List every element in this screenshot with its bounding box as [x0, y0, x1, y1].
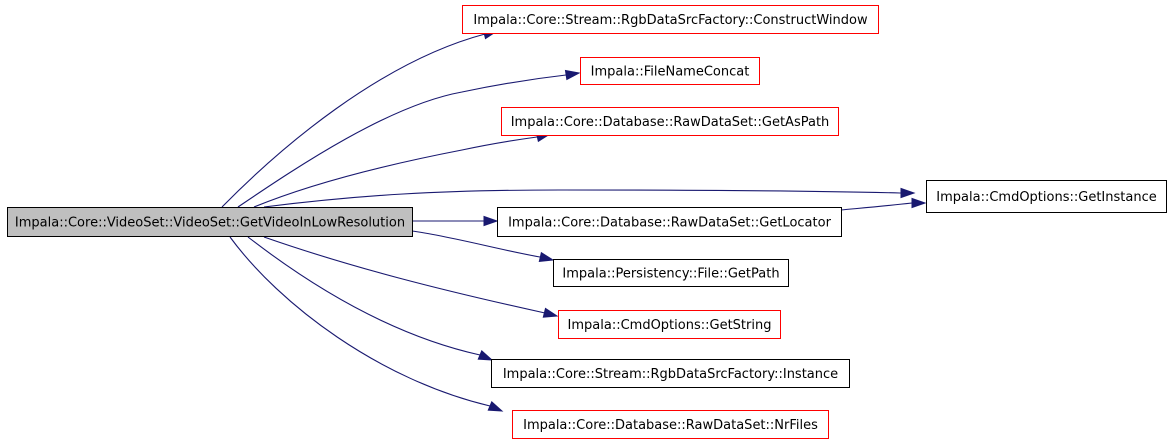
- node-box[interactable]: [462, 5, 879, 34]
- edge-root-to-nr-files: [229, 236, 504, 412]
- edge-line: [253, 136, 538, 208]
- node-label: Impala::Core::Database::RawDataSet::NrFi…: [523, 418, 818, 433]
- node-instance[interactable]: Impala::Core::Stream::RgbDataSrcFactory:…: [491, 359, 850, 388]
- edge-get-locator-to-get-instance: [840, 197, 927, 211]
- edge-line: [237, 74, 567, 208]
- arrowhead: [487, 401, 504, 412]
- node-file-name-concat[interactable]: Impala::FileNameConcat: [580, 57, 760, 85]
- node-box[interactable]: [491, 359, 850, 388]
- arrowhead: [483, 215, 499, 227]
- edge-line: [263, 189, 901, 208]
- node-label: Impala::Core::Stream::RgbDataSrcFactory:…: [503, 367, 838, 382]
- node-get-path[interactable]: Impala::Persistency::File::GetPath: [553, 259, 789, 287]
- arrowhead: [538, 251, 555, 263]
- node-box[interactable]: [512, 410, 829, 439]
- edge-line: [411, 230, 541, 258]
- edge-line: [247, 236, 481, 356]
- node-box[interactable]: [553, 259, 789, 287]
- arrowhead: [564, 69, 581, 81]
- edge-root-to-file-name-concat: [237, 69, 581, 208]
- edge-root-to-get-instance: [263, 187, 916, 208]
- node-get-instance[interactable]: Impala::CmdOptions::GetInstance: [926, 180, 1167, 213]
- node-nr-files[interactable]: Impala::Core::Database::RawDataSet::NrFi…: [512, 410, 829, 439]
- arrowhead: [900, 187, 916, 199]
- node-construct-window[interactable]: Impala::Core::Stream::RgbDataSrcFactory:…: [462, 5, 879, 34]
- arrowhead: [542, 307, 559, 318]
- node-box[interactable]: [497, 207, 842, 237]
- edge-root-to-get-as-path: [253, 131, 552, 208]
- node-label: Impala::Core::Database::RawDataSet::GetA…: [511, 115, 830, 130]
- node-box[interactable]: [926, 180, 1167, 213]
- node-label: Impala::FileNameConcat: [591, 65, 750, 80]
- node-box[interactable]: [501, 107, 839, 136]
- edge-root-to-get-path: [411, 230, 555, 263]
- node-get-as-path[interactable]: Impala::Core::Database::RawDataSet::GetA…: [501, 107, 839, 136]
- node-label: Impala::Persistency::File::GetPath: [562, 267, 779, 282]
- node-box[interactable]: [580, 57, 760, 85]
- edge-root-to-instance: [247, 236, 494, 361]
- edge-line: [229, 236, 491, 407]
- arrowhead: [477, 350, 494, 361]
- edge-root-to-get-locator: [412, 215, 499, 227]
- node-label: Impala::CmdOptions::GetInstance: [936, 190, 1156, 205]
- nodes-layer: Impala::Core::VideoSet::VideoSet::GetVid…: [7, 5, 1167, 439]
- edge-line: [263, 236, 546, 314]
- edge-line: [840, 202, 913, 211]
- edge-line: [221, 33, 486, 208]
- node-label: Impala::CmdOptions::GetString: [568, 318, 772, 333]
- node-box[interactable]: [558, 310, 781, 339]
- node-get-locator[interactable]: Impala::Core::Database::RawDataSet::GetL…: [497, 207, 842, 237]
- root-node[interactable]: Impala::Core::VideoSet::VideoSet::GetVid…: [7, 207, 413, 237]
- edges-layer: [221, 29, 927, 412]
- node-label: Impala::Core::VideoSet::VideoSet::GetVid…: [15, 216, 405, 231]
- arrowhead: [911, 197, 927, 209]
- node-label: Impala::Core::Database::RawDataSet::GetL…: [508, 216, 831, 231]
- node-box[interactable]: [7, 207, 413, 237]
- node-get-string[interactable]: Impala::CmdOptions::GetString: [558, 310, 781, 339]
- edge-root-to-construct-window: [221, 29, 499, 208]
- node-label: Impala::Core::Stream::RgbDataSrcFactory:…: [473, 13, 868, 28]
- edge-root-to-get-string: [263, 236, 559, 318]
